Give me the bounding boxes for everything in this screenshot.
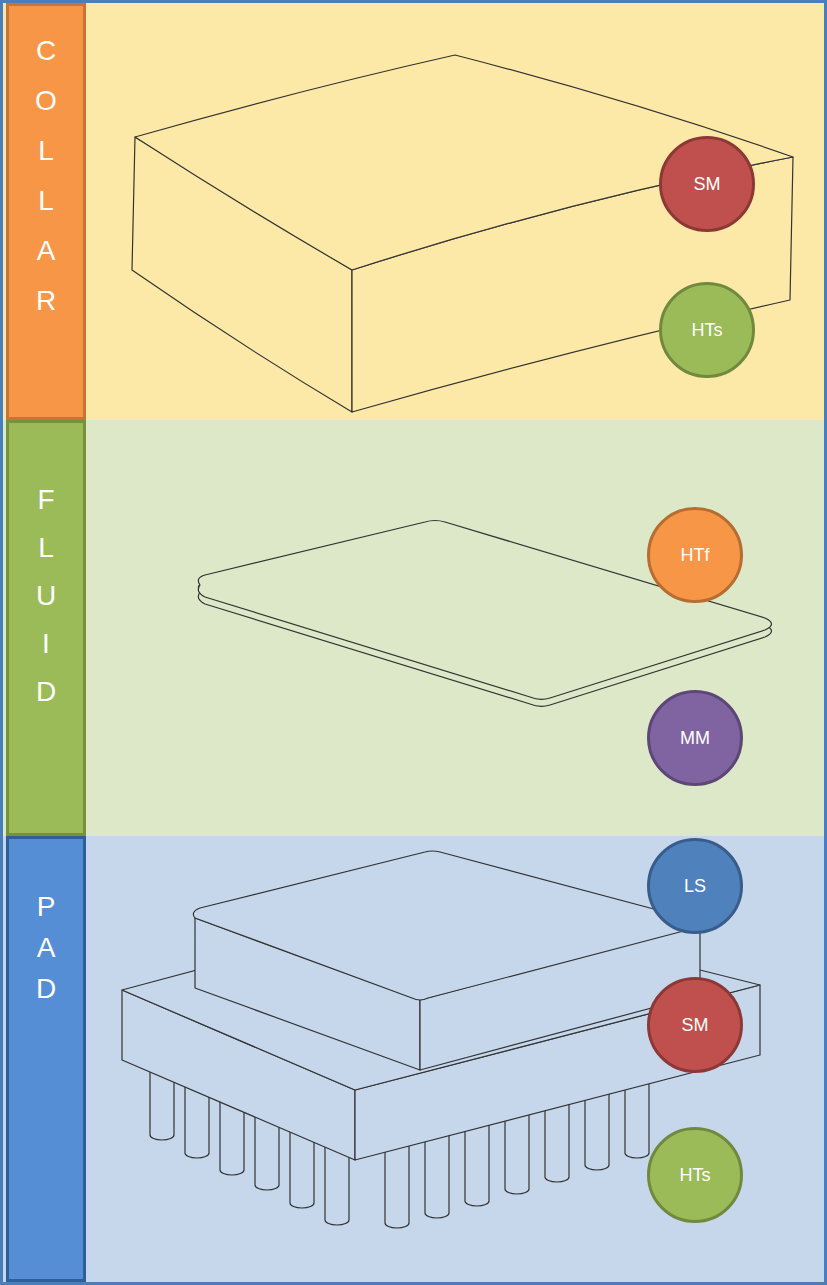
band-title: FLUID: [33, 476, 58, 716]
band-label-bar: FLUID: [6, 420, 86, 836]
band-label-bar: COLLAR: [6, 3, 86, 420]
collar-ground: [3, 3, 824, 420]
circle-label: HTs: [692, 320, 723, 341]
layer-band: FLUID HTfMM: [3, 420, 824, 836]
band-title: PAD: [33, 886, 58, 1009]
pad-ground: [3, 836, 824, 1282]
circle-label: HTf: [681, 545, 710, 566]
circle-label: SM: [682, 1015, 709, 1036]
circle-label: SM: [694, 174, 721, 195]
band-title: COLLAR: [33, 26, 58, 326]
collar-drawing: [132, 55, 793, 412]
model-circle: HTf: [647, 507, 743, 603]
circle-label: MM: [680, 728, 710, 749]
model-circle: HTs: [647, 1127, 743, 1223]
band-label-bar: PAD: [6, 836, 86, 1282]
model-circle: SM: [647, 977, 743, 1073]
model-circle: LS: [647, 838, 743, 934]
model-circle: HTs: [659, 282, 755, 378]
circle-label: HTs: [680, 1165, 711, 1186]
fluid-ground: [3, 420, 824, 836]
model-circle: MM: [647, 690, 743, 786]
circle-label: LS: [684, 876, 706, 897]
fluid-drawing: [198, 521, 771, 707]
layer-band: PAD LS SM HTs: [3, 836, 824, 1282]
layer-band: COLLAR SM HTs: [3, 3, 824, 420]
model-circle: SM: [659, 136, 755, 232]
